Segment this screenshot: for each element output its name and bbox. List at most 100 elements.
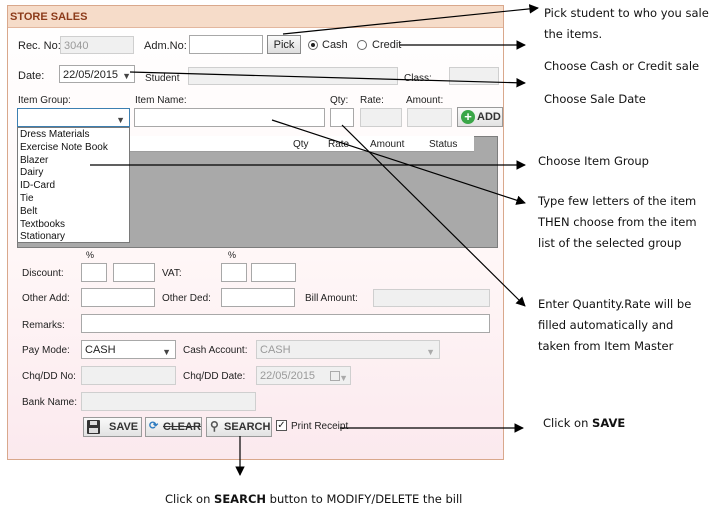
calendar-icon — [330, 371, 340, 381]
pay-mode-select[interactable]: CASH ▼ — [81, 340, 176, 359]
remarks-input[interactable] — [81, 314, 490, 333]
adm-no-label: Adm.No: — [144, 40, 187, 52]
rate-field[interactable] — [360, 108, 402, 127]
column-header: Status — [429, 139, 458, 150]
discount-percent-symbol: % — [86, 250, 95, 260]
clear-button-label: CLEAR — [163, 421, 201, 433]
arrow-pick — [282, 4, 539, 35]
add-button[interactable]: + ADD — [457, 107, 503, 127]
dropdown-option[interactable]: Belt — [20, 205, 38, 217]
annotation-pick-student: Pick student to who you sale the items. — [544, 6, 709, 41]
remarks-label: Remarks: — [22, 320, 65, 331]
dropdown-option[interactable]: Textbooks — [20, 218, 66, 230]
date-picker[interactable]: 22/05/2015 ▼ — [59, 65, 135, 83]
cash-account-select[interactable]: CASH ▼ — [256, 340, 440, 359]
vat-percent-symbol: % — [228, 250, 237, 260]
save-button-label: SAVE — [109, 421, 139, 433]
other-ded-label: Other Ded: — [162, 293, 211, 304]
item-group-select[interactable]: ▼ — [17, 108, 130, 127]
chq-no-field[interactable] — [81, 366, 176, 385]
magnifier-icon: ⚲ — [210, 419, 219, 433]
chevron-down-icon: ▼ — [116, 115, 125, 125]
credit-radio-label: Credit — [372, 39, 402, 51]
column-header: Rate — [328, 139, 350, 150]
chq-date-value: 22/05/2015 — [260, 370, 316, 382]
dropdown-option[interactable]: Tie — [20, 192, 34, 204]
bank-name-label: Bank Name: — [22, 397, 78, 408]
search-button-label: SEARCH — [224, 421, 271, 433]
qty-label: Qty: — [330, 95, 349, 106]
rate-label: Rate: — [360, 95, 384, 106]
item-group-label: Item Group: — [18, 95, 71, 106]
item-name-label: Item Name: — [135, 95, 187, 106]
date-value: 22/05/2015 — [63, 69, 119, 81]
items-grid-header: Qty Rate Amount Status — [17, 136, 474, 152]
add-button-label: ADD — [477, 111, 501, 123]
arrow-item-name — [271, 119, 526, 205]
annotation-sale-date: Choose Sale Date — [544, 92, 646, 106]
search-button[interactable]: ⚲ SEARCH — [206, 417, 272, 437]
dropdown-option[interactable]: Blazer — [20, 154, 49, 166]
refresh-icon: ⟳ — [149, 420, 159, 432]
arrow-date — [129, 71, 526, 88]
other-ded-input[interactable] — [221, 288, 295, 307]
discount-label: Discount: — [22, 268, 64, 279]
clear-button[interactable]: ⟳ CLEAR — [145, 417, 202, 437]
annotation-item-group: Choose Item Group — [538, 154, 649, 168]
dropdown-option[interactable]: Dress Materials — [20, 129, 90, 140]
save-button[interactable]: SAVE — [83, 417, 142, 437]
class-label: Class: — [404, 73, 432, 84]
chq-no-label: Chq/DD No: — [22, 371, 76, 382]
rec-no-label: Rec. No: — [18, 40, 61, 52]
pick-button[interactable]: Pick — [267, 35, 301, 54]
student-label: Student — [145, 73, 180, 84]
bill-amount-label: Bill Amount: — [305, 293, 358, 304]
window-title: STORE SALES — [8, 6, 503, 28]
chevron-down-icon: ▼ — [339, 373, 348, 383]
bank-name-field[interactable] — [81, 392, 256, 411]
class-field[interactable] — [449, 67, 499, 85]
pay-mode-value: CASH — [85, 344, 116, 356]
print-receipt-label: Print Receipt — [291, 421, 349, 432]
dropdown-option[interactable]: Dairy — [20, 167, 44, 179]
chevron-down-icon: ▼ — [122, 71, 131, 81]
cash-radio-label: Cash — [322, 39, 348, 51]
vat-label: VAT: — [162, 268, 182, 279]
chq-date-picker[interactable]: 22/05/2015 ▼ — [256, 366, 351, 385]
vat-amount-input[interactable] — [251, 263, 296, 282]
other-add-input[interactable] — [81, 288, 155, 307]
amount-field[interactable] — [407, 108, 452, 127]
print-receipt-checkbox[interactable]: ✓ — [276, 420, 287, 431]
pay-mode-label: Pay Mode: — [22, 345, 70, 356]
annotation-search: Click on SEARCH button to MODIFY/DELETE … — [165, 492, 463, 506]
column-header: Amount — [370, 139, 405, 150]
date-label: Date: — [18, 70, 45, 82]
chevron-down-icon: ▼ — [162, 347, 171, 357]
chevron-down-icon: ▼ — [426, 347, 435, 357]
amount-label: Amount: — [406, 95, 444, 106]
item-group-dropdown-list[interactable]: Dress Materials Exercise Note Book Blaze… — [17, 127, 130, 243]
qty-input[interactable] — [330, 108, 354, 127]
annotation-quantity: Enter Quantity.Rate will be filled autom… — [538, 297, 692, 353]
dropdown-option[interactable]: ID-Card — [20, 180, 56, 192]
annotation-save: Click on SAVE — [543, 416, 626, 430]
annotation-item-name: Type few letters of the item THEN choose… — [538, 194, 697, 250]
add-plus-icon: + — [461, 110, 475, 124]
discount-amount-input[interactable] — [113, 263, 155, 282]
dropdown-option[interactable]: Exercise Note Book — [20, 141, 108, 153]
discount-percent-input[interactable] — [81, 263, 107, 282]
credit-radio[interactable] — [357, 40, 367, 50]
cash-account-label: Cash Account: — [183, 345, 248, 356]
rec-no-field[interactable]: 3040 — [60, 36, 134, 54]
bill-amount-field[interactable] — [373, 289, 490, 307]
cash-radio[interactable] — [308, 40, 318, 50]
chq-date-label: Chq/DD Date: — [183, 371, 246, 382]
annotation-cash-credit: Choose Cash or Credit sale — [544, 59, 700, 73]
dropdown-option[interactable]: Stationary — [20, 231, 66, 243]
vat-percent-input[interactable] — [221, 263, 247, 282]
other-add-label: Other Add: — [22, 293, 70, 304]
adm-no-field[interactable] — [189, 35, 263, 54]
floppy-disk-icon — [87, 420, 100, 434]
cash-account-value: CASH — [260, 344, 291, 356]
